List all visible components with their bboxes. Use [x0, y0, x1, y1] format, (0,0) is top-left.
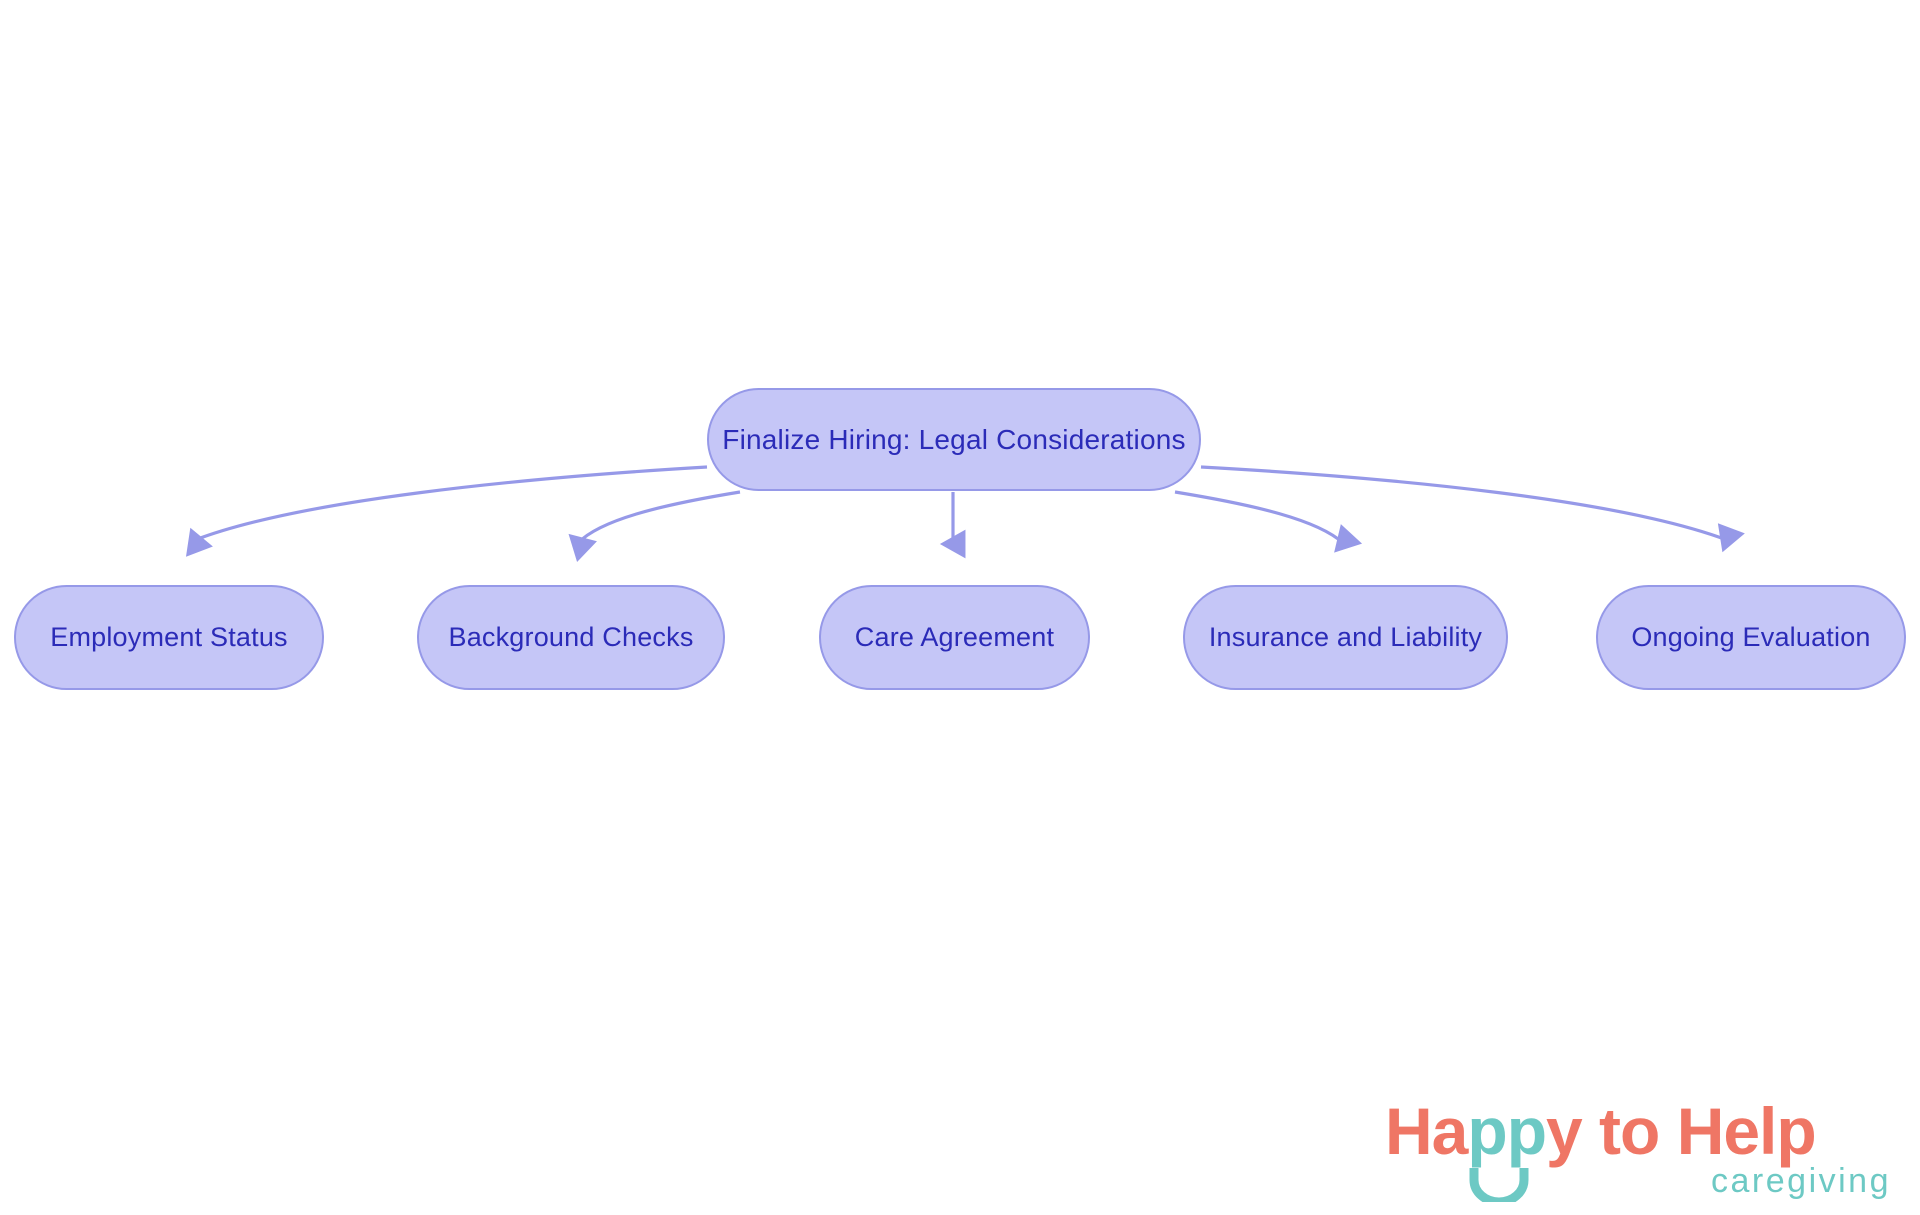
node-ongoing-evaluation-label: Ongoing Evaluation: [1631, 622, 1871, 652]
logo-tagline: caregiving: [1711, 1162, 1891, 1200]
edge-root-to-background-checks: [568, 490, 741, 563]
edge-root-to-employment-status: [185, 465, 708, 557]
brand-logo: Happy to Help caregiving: [1385, 1098, 1895, 1210]
node-root[interactable]: Finalize Hiring: Legal Considerations: [707, 388, 1201, 491]
node-insurance-and-liability-label: Insurance and Liability: [1208, 622, 1483, 652]
edge-group: [185, 465, 1745, 563]
node-care-agreement-label: Care Agreement: [854, 622, 1055, 652]
logo-wordmark: Happy to Help: [1385, 1098, 1817, 1164]
logo-word-y-to-help: y to Help: [1546, 1094, 1817, 1168]
node-background-checks-label: Background Checks: [448, 622, 694, 652]
node-background-checks[interactable]: Background Checks: [417, 585, 725, 690]
node-care-agreement[interactable]: Care Agreement: [819, 585, 1090, 690]
smile-icon: [1469, 1168, 1529, 1202]
edge-root-to-insurance-and-liability: [1174, 490, 1363, 553]
edge-root-to-ongoing-evaluation: [1200, 465, 1745, 553]
node-employment-status[interactable]: Employment Status: [14, 585, 324, 690]
node-ongoing-evaluation[interactable]: Ongoing Evaluation: [1596, 585, 1906, 690]
logo-word-pp: pp: [1467, 1094, 1547, 1168]
logo-word-ha: Ha: [1385, 1094, 1468, 1168]
node-employment-status-label: Employment Status: [50, 622, 288, 652]
node-insurance-and-liability[interactable]: Insurance and Liability: [1183, 585, 1508, 690]
node-root-label: Finalize Hiring: Legal Considerations: [722, 423, 1186, 455]
